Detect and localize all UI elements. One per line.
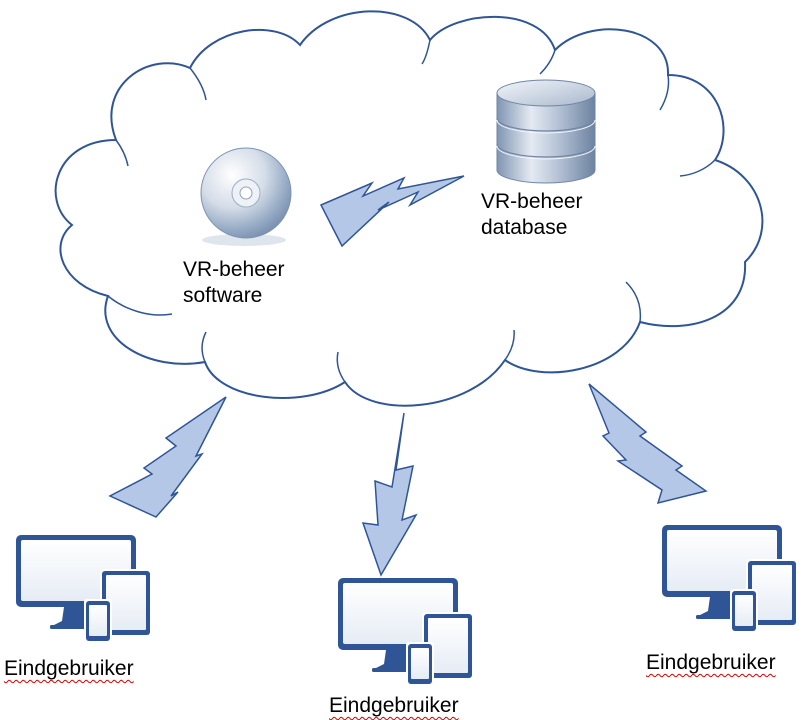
end-user-label-left: Eindgebruiker (4, 657, 134, 680)
cloud-detail (659, 74, 670, 111)
connection-bolt-left-user (108, 396, 227, 518)
cloud-detail (107, 295, 173, 316)
cloud-shape (54, 10, 764, 407)
end-user-label-middle: Eindgebruiker (329, 694, 459, 717)
software-label-line1: VR-beheer (183, 258, 285, 281)
database-label-line1: VR-beheer (481, 190, 583, 213)
cloud-detail (115, 139, 129, 167)
monitor-tablet-phone-icon (338, 578, 474, 686)
cloud-detail (336, 351, 346, 383)
cloud-detail (421, 39, 431, 65)
software-label-line2: software (183, 284, 263, 307)
monitor-tablet-phone-icon (16, 535, 152, 643)
cloud-detail (539, 49, 556, 75)
cloud-detail (679, 159, 716, 177)
cd-disc-icon (200, 147, 292, 246)
database-icon (496, 79, 596, 184)
end-user-label-right: Eindgebruiker (646, 651, 776, 674)
database-label-line2: database (481, 216, 568, 239)
cloud-detail (504, 329, 515, 361)
monitor-tablet-phone-icon (662, 525, 798, 633)
connection-bolt-software-database (319, 175, 465, 248)
connection-bolt-right-user (588, 383, 708, 505)
cloud-detail (189, 67, 207, 101)
cloud-detail (625, 281, 642, 323)
database-label: VR-beheer database (481, 189, 583, 241)
connection-bolt-middle-user (361, 412, 418, 577)
software-label: VR-beheer software (183, 257, 285, 309)
cloud-detail (201, 331, 207, 363)
